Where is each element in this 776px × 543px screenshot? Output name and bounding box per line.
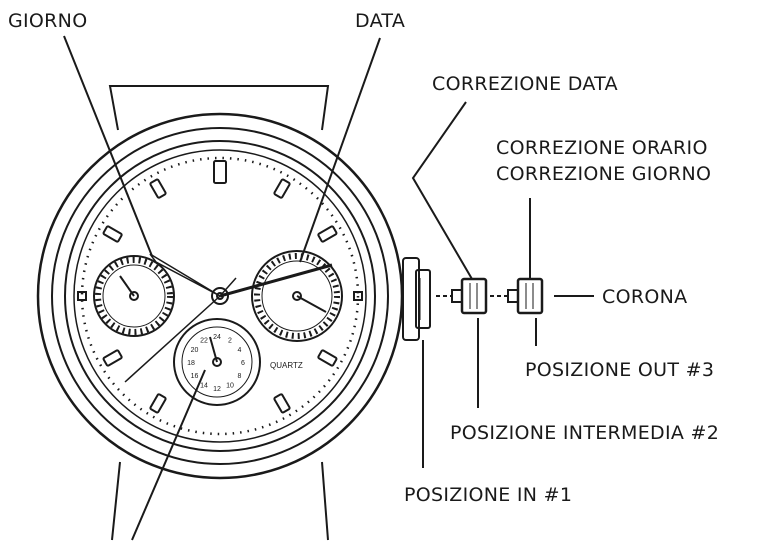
subdial-number: 10 <box>226 383 234 390</box>
hour-marker <box>317 225 338 243</box>
subdial-number: 8 <box>238 373 242 380</box>
watch-bezel <box>51 127 389 465</box>
leader-lines <box>63 35 594 541</box>
label-data: DATA <box>355 10 406 32</box>
hour-marker <box>273 393 291 414</box>
label-correzione-orario: CORREZIONE ORARIO <box>496 137 708 159</box>
subdial-number: 4 <box>238 347 242 354</box>
watch-bezel-inner <box>64 140 376 452</box>
minute-track <box>80 156 360 436</box>
subdial-number: 20 <box>191 347 199 354</box>
label-correzione-giorno: CORREZIONE GIORNO <box>496 163 712 185</box>
subdial-number: 6 <box>241 360 245 367</box>
main-hands <box>124 253 333 383</box>
hour-marker <box>149 393 167 414</box>
hour-marker <box>273 178 291 199</box>
hour-marker <box>77 291 87 301</box>
crown-on-case[interactable] <box>402 257 431 341</box>
hour-markers <box>77 160 363 414</box>
subdial-number: 18 <box>187 360 195 367</box>
subdial-number: 12 <box>213 386 221 393</box>
subdial-number: 14 <box>200 383 208 390</box>
subdial-day <box>93 255 175 337</box>
hour-marker <box>317 349 338 367</box>
quartz-label: QUARTZ <box>270 361 303 370</box>
hour-marker <box>353 291 363 301</box>
label-corona: CORONA <box>602 286 688 308</box>
label-correzione-data: CORREZIONE DATA <box>432 73 618 95</box>
subdial-number: 24 <box>213 334 221 341</box>
subdial-24h <box>173 318 261 406</box>
watch-dial <box>73 149 367 443</box>
watch-strap-top <box>108 85 330 131</box>
hour-marker <box>102 225 123 243</box>
label-posizione-in: POSIZIONE IN #1 <box>404 484 573 506</box>
hour-marker <box>149 178 167 199</box>
subdial-date <box>251 250 343 342</box>
subdial-number: 16 <box>191 373 199 380</box>
subdial-number: 22 <box>200 338 208 345</box>
hour-marker <box>102 349 123 367</box>
label-giorno: GIORNO <box>8 10 88 32</box>
subdial-number: 2 <box>228 338 232 345</box>
label-posizione-out: POSIZIONE OUT #3 <box>525 359 715 381</box>
watch-strap-bottom <box>111 461 329 541</box>
label-posizione-intermedia: POSIZIONE INTERMEDIA #2 <box>450 422 720 444</box>
hour-marker <box>213 160 227 184</box>
crown-position-2 <box>436 277 488 315</box>
crown-position-3 <box>490 277 544 315</box>
